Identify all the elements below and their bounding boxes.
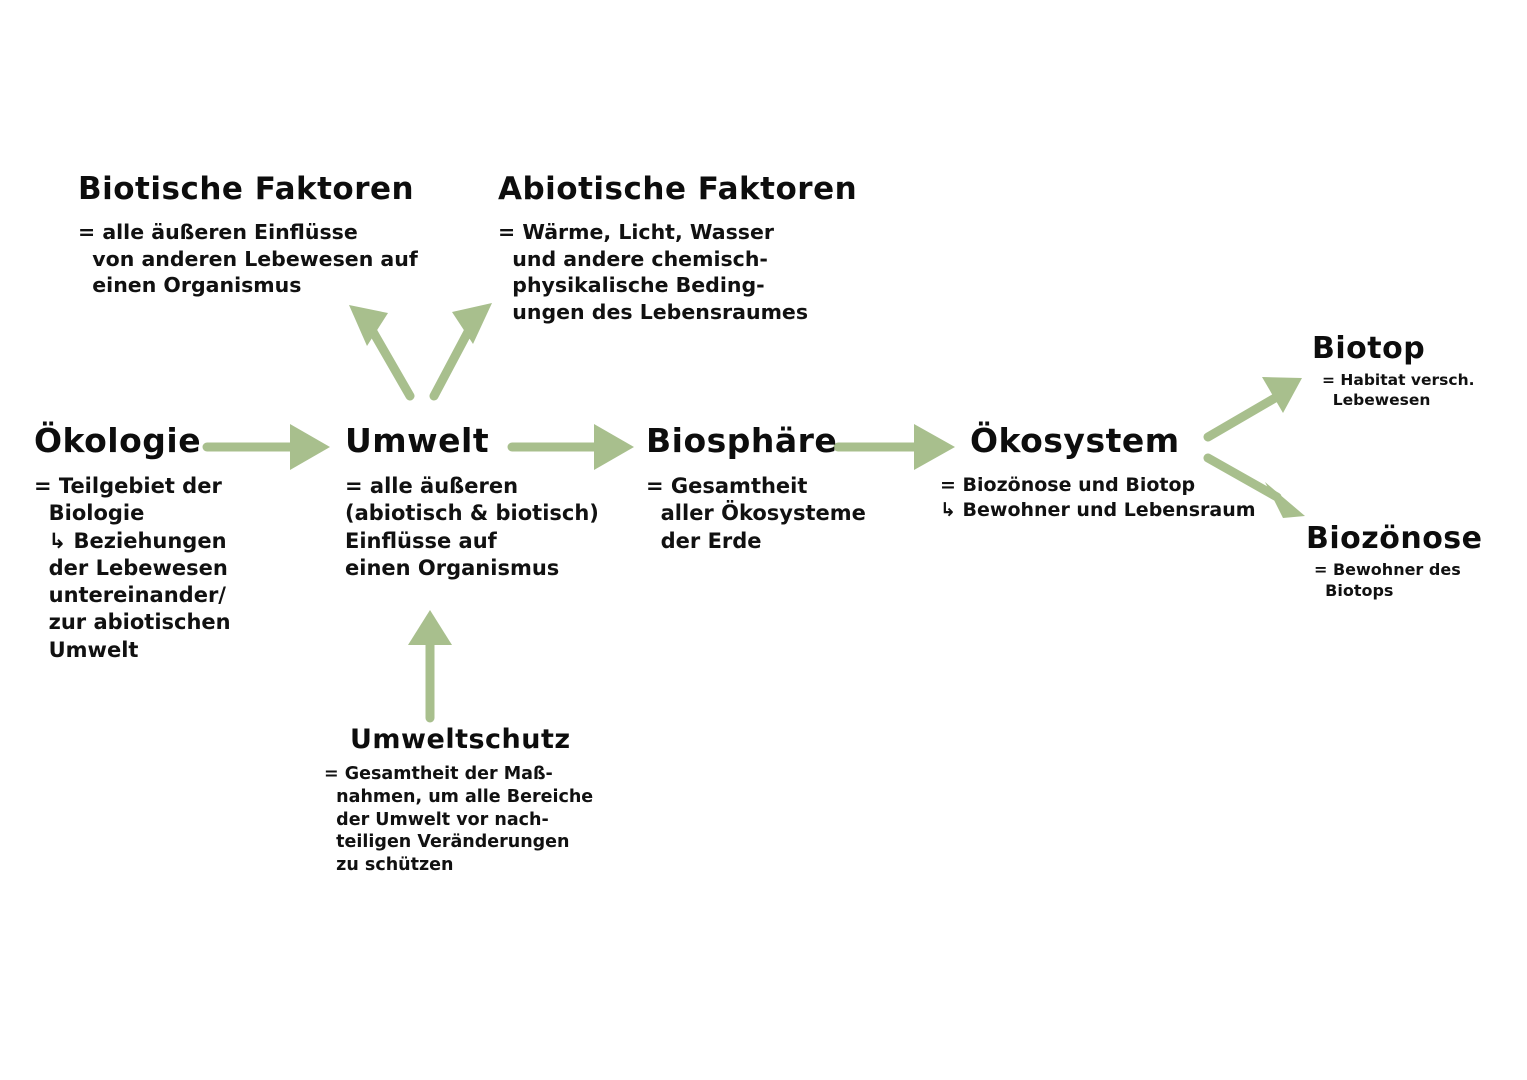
node-body-biosphaere: = Gesamtheit aller Ökosysteme der Erde (646, 474, 866, 553)
node-title-biosphaere: Biosphäre (646, 421, 838, 460)
node-body-oekologie: = Teilgebiet der Biologie ↳ Beziehungen … (34, 474, 231, 662)
node-title-umwelt: Umwelt (345, 421, 490, 460)
node-biotische-faktoren[interactable]: Biotische Faktoren = alle äußeren Einflü… (78, 174, 418, 299)
node-title-oekosystem: Ökosystem (970, 421, 1180, 460)
arrow-umwelt-to-biotische (349, 305, 415, 401)
node-title-oekologie: Ökologie (34, 421, 202, 460)
node-body-oekosystem: = Biozönose und Biotop ↳ Bewohner und Le… (940, 474, 1256, 521)
node-body-umweltschutz: = Gesamtheit der Maß- nahmen, um alle Be… (324, 764, 594, 875)
node-title-biotop: Biotop (1312, 331, 1426, 366)
arrow-umweltschutz-to-umwelt (408, 610, 452, 723)
node-body-abiotische-faktoren: = Wärme, Licht, Wasser und andere chemis… (498, 220, 809, 324)
node-abiotische-faktoren[interactable]: Abiotische Faktoren = Wärme, Licht, Wass… (498, 174, 857, 326)
node-title-abiotische-faktoren: Abiotische Faktoren (498, 171, 858, 207)
node-umweltschutz[interactable]: Umweltschutz = Gesamtheit der Maß- nahme… (324, 724, 593, 877)
arrow-umwelt-to-abiotische (429, 303, 492, 401)
node-title-biotische-faktoren: Biotische Faktoren (78, 171, 415, 207)
node-biozoenose[interactable]: Biozönose = Bewohner des Biotops (1306, 524, 1483, 602)
node-body-biotop: = Habitat versch. Lebewesen (1322, 371, 1475, 410)
node-biotop[interactable]: Biotop = Habitat versch. Lebewesen (1312, 334, 1475, 410)
node-oekosystem[interactable]: Ökosystem = Biozönose und Biotop ↳ Bewoh… (940, 421, 1256, 522)
node-oekologie[interactable]: Ökologie = Teilgebiet der Biologie ↳ Bez… (34, 424, 231, 664)
node-body-biotische-faktoren: = alle äußeren Einflüsse von anderen Leb… (78, 220, 418, 298)
node-body-umwelt: = alle äußeren (abiotisch & biotisch) Ei… (345, 474, 599, 580)
node-body-biozoenose: = Bewohner des Biotops (1314, 560, 1461, 600)
node-umwelt[interactable]: Umwelt = alle äußeren (abiotisch & bioti… (345, 424, 599, 582)
node-title-biozoenose: Biozönose (1306, 521, 1483, 556)
node-biosphaere[interactable]: Biosphäre = Gesamtheit aller Ökosysteme … (646, 424, 866, 555)
node-title-umweltschutz: Umweltschutz (350, 724, 571, 755)
